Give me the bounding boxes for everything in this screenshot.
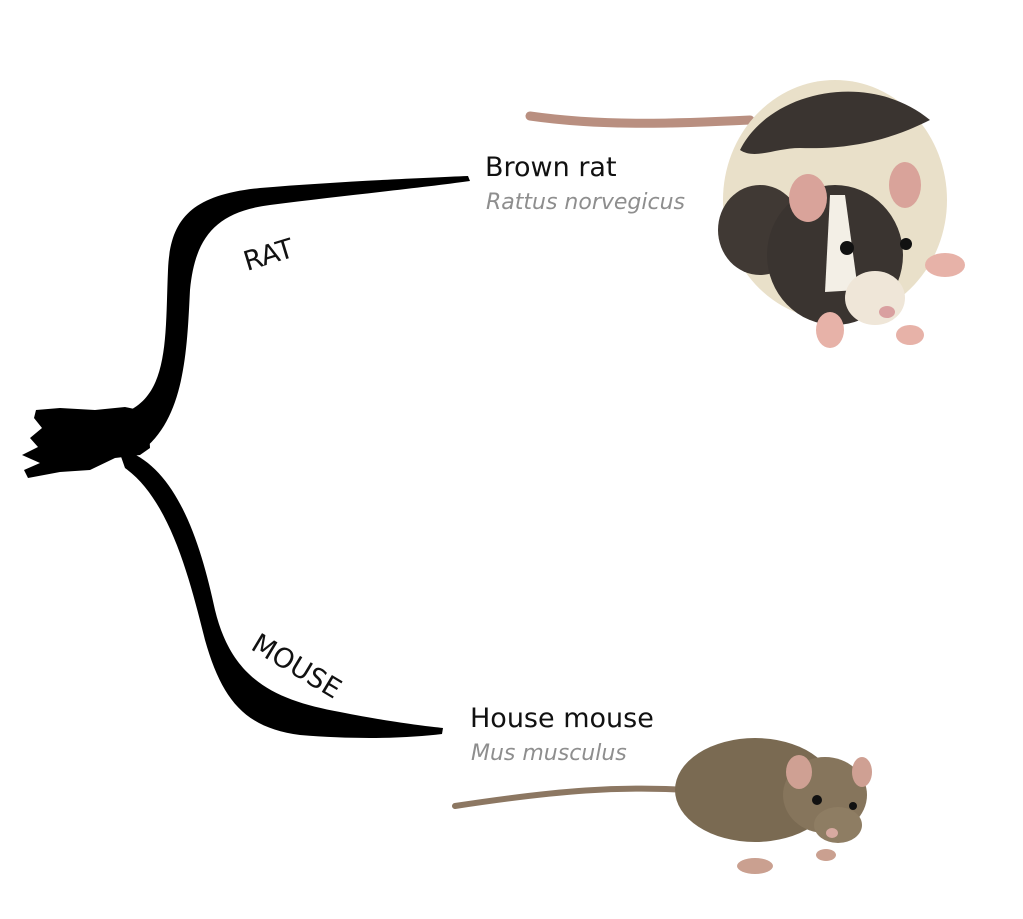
house-mouse-illustration [452,738,872,874]
tree-root-stem [22,407,150,478]
rat-scientific-name: Rattus norvegicus [486,190,685,215]
rat-common-name: Brown rat [485,152,617,183]
rat-branch [118,176,470,452]
phylogenetic-tree [22,176,470,738]
mouse-tail [452,785,693,809]
mouse-branch [118,448,443,738]
brown-rat-illustration [525,80,965,348]
rat-tail [525,111,755,128]
mouse-common-name: House mouse [470,703,654,734]
mouse-scientific-name: Mus musculus [471,741,627,766]
